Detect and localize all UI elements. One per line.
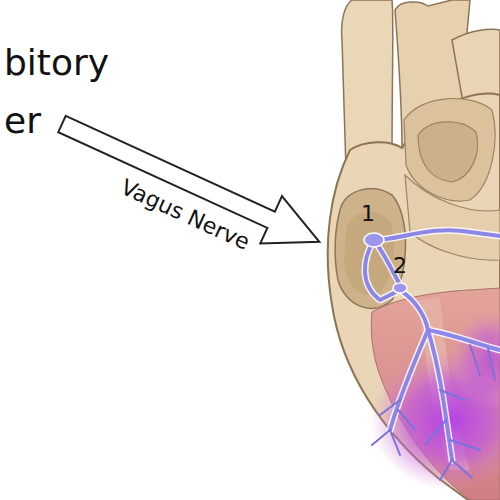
center-name: er — [4, 100, 41, 141]
callout-number: 1 — [361, 201, 375, 226]
callout-number: 2 — [393, 253, 407, 278]
center-name: bitory — [4, 42, 109, 83]
nerve-label: Vagus Nerve — [117, 175, 254, 256]
conduction-pathways — [364, 230, 500, 480]
hollow-arrow — [51, 100, 330, 265]
